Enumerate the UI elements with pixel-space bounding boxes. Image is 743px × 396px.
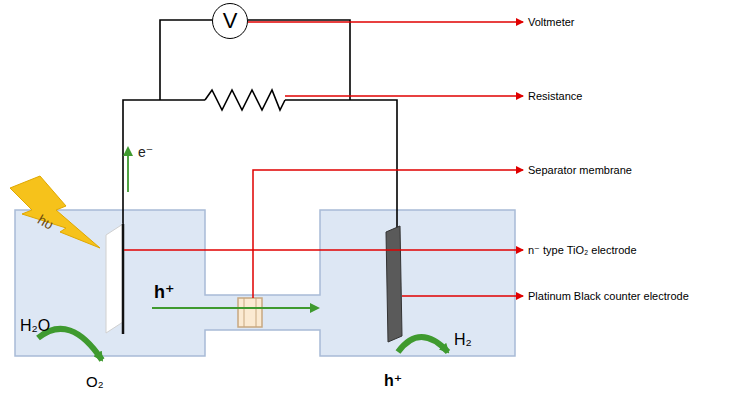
voltmeter-circle: V (212, 3, 248, 39)
reaction-arrow (398, 337, 448, 352)
electrolyte-tank (15, 210, 515, 356)
platinum-electrode (386, 226, 402, 342)
hole-label: h⁺ (154, 283, 175, 301)
separator-membrane (238, 298, 262, 327)
electron-label: e⁻ (138, 145, 153, 159)
hole-label: h⁺ (384, 373, 402, 389)
callout-label: Platinum Black counter electrode (528, 291, 689, 302)
tio2-electrode (106, 224, 123, 333)
meter-letter: V (223, 10, 238, 32)
callout-label: Voltmeter (528, 17, 574, 28)
callout-label: Separator membrane (528, 165, 632, 176)
species-label: O₂ (86, 374, 104, 389)
callout-label: n⁻ type TiO₂ electrode (528, 245, 637, 256)
leader-line (124, 22, 523, 298)
species-label: H₂O (20, 318, 50, 334)
resistor-symbol (205, 90, 285, 110)
light-bolt (10, 176, 100, 248)
circuit-wire (123, 20, 397, 228)
species-label: H₂ (454, 332, 472, 348)
callout-label: Resistance (528, 91, 582, 102)
